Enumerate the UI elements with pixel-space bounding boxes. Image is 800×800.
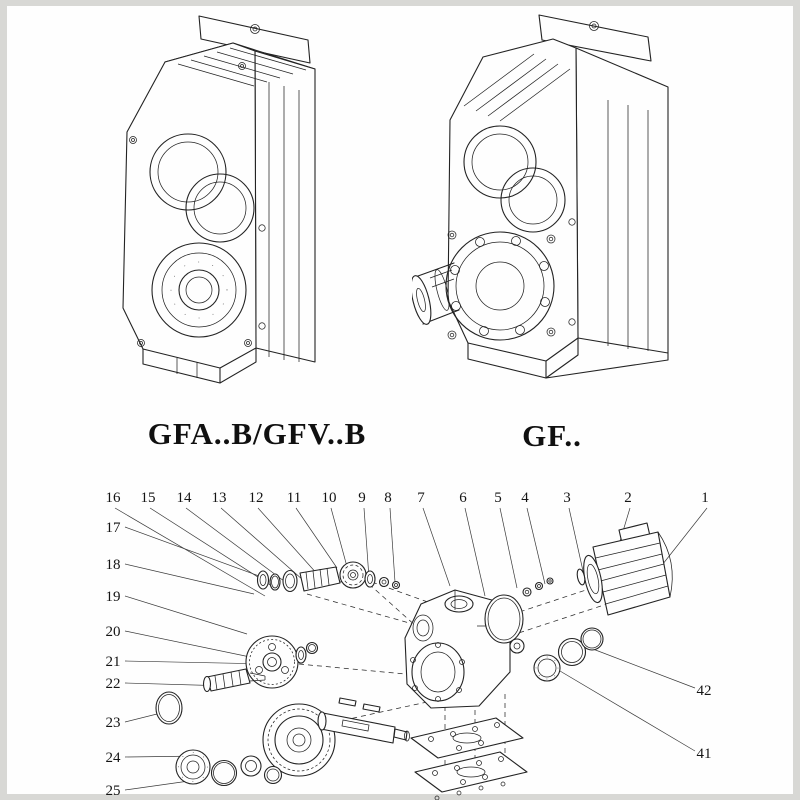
callout-11: 11 xyxy=(287,490,301,506)
corner-screws xyxy=(129,62,266,347)
callout-12: 12 xyxy=(249,490,264,506)
callout-8: 8 xyxy=(384,490,392,506)
cover-plates xyxy=(410,717,528,800)
gearbox-drawing-gfab-gfvb xyxy=(122,15,316,384)
callout-4: 4 xyxy=(521,490,529,506)
callout-20: 20 xyxy=(106,624,121,640)
bearing-bores xyxy=(149,133,255,243)
pinion-shaft xyxy=(202,668,266,693)
callout-25: 25 xyxy=(106,783,121,799)
callout-15: 15 xyxy=(141,490,156,506)
housing-outline xyxy=(447,14,669,379)
callout-10: 10 xyxy=(322,490,337,506)
side-ribs xyxy=(268,82,300,362)
paper: GFA..B/GFV..B GF.. xyxy=(7,6,793,800)
callout-19: 19 xyxy=(106,589,121,605)
output-shaft xyxy=(317,697,410,744)
cooling-fins xyxy=(177,47,307,87)
callout-22: 22 xyxy=(106,676,121,692)
output-bearing xyxy=(151,242,247,338)
callout-42: 42 xyxy=(697,683,712,699)
callout-24: 24 xyxy=(106,750,122,766)
model-label-gf: GF.. xyxy=(522,418,582,453)
callout-23: 23 xyxy=(106,715,121,731)
bearing-bores xyxy=(463,125,566,233)
model-label-gfab-gfvb: GFA..B/GFV..B xyxy=(147,416,367,451)
motor-adapter xyxy=(576,522,673,616)
gear-housing xyxy=(404,589,511,709)
callout-5: 5 xyxy=(494,490,502,506)
corner-screws xyxy=(447,218,576,340)
callout-1: 1 xyxy=(701,490,709,506)
cooling-fins xyxy=(463,53,571,122)
callout-13: 13 xyxy=(212,490,227,506)
callout-17: 17 xyxy=(106,520,122,536)
callout-18: 18 xyxy=(106,557,121,573)
exploded-parts-diagram: 16 15 14 13 12 11 10 9 8 7 6 5 4 3 2 1 1… xyxy=(106,490,712,800)
retaining-ring xyxy=(155,691,183,725)
side-ribs xyxy=(607,100,649,351)
callout-14: 14 xyxy=(177,490,193,506)
output-bearings xyxy=(175,749,283,787)
callout-3: 3 xyxy=(563,490,571,506)
callout-41: 41 xyxy=(697,746,712,762)
output-gear xyxy=(262,703,336,777)
housing-outline xyxy=(122,15,316,384)
input-shaft-assembly xyxy=(256,561,401,593)
callout-2: 2 xyxy=(624,490,632,506)
output-shaft xyxy=(412,262,460,325)
callout-7: 7 xyxy=(417,490,425,506)
callout-9: 9 xyxy=(358,490,366,506)
gearbox-drawing-gf xyxy=(412,14,669,379)
callout-21: 21 xyxy=(106,654,121,670)
callout-6: 6 xyxy=(459,490,467,506)
bearings-and-seals xyxy=(484,577,604,682)
callout-labels: 16 15 14 13 12 11 10 9 8 7 6 5 4 3 2 1 1… xyxy=(106,490,712,799)
callout-16: 16 xyxy=(106,490,122,506)
